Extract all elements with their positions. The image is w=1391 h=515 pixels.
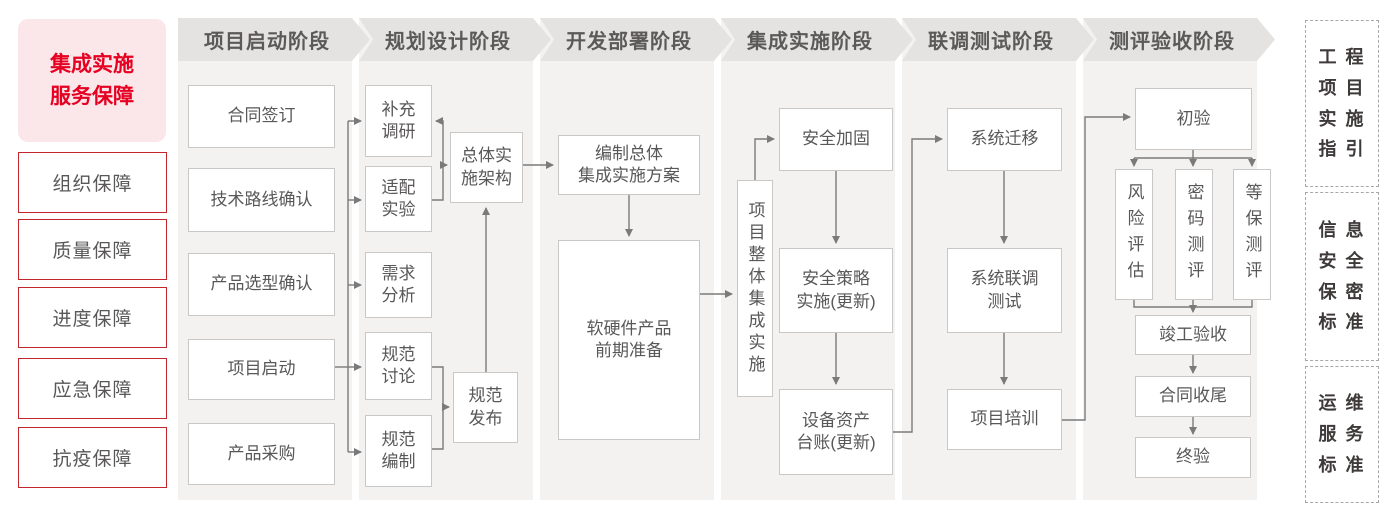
step-project-kickoff: 项目启动 bbox=[188, 339, 335, 400]
step-completion-acceptance: 竣工验收 bbox=[1135, 315, 1251, 355]
step-crypto-evaluation: 密码测评 bbox=[1175, 169, 1213, 300]
step-product-selection-confirm: 产品选型确认 bbox=[188, 253, 335, 316]
step-adaptation-experiment: 适配 实验 bbox=[365, 166, 432, 232]
step-tech-route-confirm: 技术路线确认 bbox=[188, 168, 335, 232]
phase-header-dev-deploy: 开发部署阶段 bbox=[540, 18, 732, 61]
sidebar-item-quality-guarantee: 质量保障 bbox=[18, 219, 167, 280]
phase-header-planning-design: 规划设计阶段 bbox=[359, 18, 551, 61]
step-supplementary-research: 补充 调研 bbox=[365, 85, 432, 157]
sidebar-item-organization-guarantee: 组织保障 bbox=[18, 152, 167, 213]
step-compile-overall-plan: 编制总体 集成实施方案 bbox=[558, 135, 700, 195]
step-spec-discussion: 规范 讨论 bbox=[365, 332, 432, 400]
phase-header-integration: 集成实施阶段 bbox=[721, 18, 913, 61]
step-overall-impl-architecture: 总体实 施架构 bbox=[450, 132, 523, 203]
step-spec-release: 规范 发布 bbox=[453, 372, 518, 443]
step-initial-acceptance: 初验 bbox=[1135, 88, 1252, 150]
step-contract-closure: 合同收尾 bbox=[1135, 376, 1251, 417]
step-spec-compilation: 规范 编制 bbox=[365, 415, 432, 487]
step-product-procurement: 产品采购 bbox=[188, 423, 335, 485]
step-contract-sign: 合同签订 bbox=[188, 85, 335, 148]
step-classified-protection-evaluation: 等保测评 bbox=[1233, 169, 1271, 300]
step-risk-assessment: 风险评估 bbox=[1115, 169, 1153, 300]
step-requirement-analysis: 需求 分析 bbox=[365, 252, 432, 318]
reference-ops-service-standard: 运 维 服 务 标 准 bbox=[1305, 366, 1379, 503]
step-joint-debug-test: 系统联调 测试 bbox=[947, 248, 1062, 333]
phase-header-project-start: 项目启动阶段 bbox=[178, 18, 370, 61]
sidebar-item-emergency-guarantee: 应急保障 bbox=[18, 358, 167, 419]
step-system-migration: 系统迁移 bbox=[947, 108, 1062, 171]
sidebar-title: 集成实施 服务保障 bbox=[18, 19, 166, 142]
step-security-policy-impl: 安全策略 实施(更新) bbox=[779, 248, 893, 333]
reference-engineering-project-guide: 工 程 项 目 实 施 指 引 bbox=[1305, 20, 1379, 187]
phase-header-joint-testing: 联调测试阶段 bbox=[902, 18, 1094, 61]
sidebar-item-epidemic-guarantee: 抗疫保障 bbox=[18, 427, 167, 488]
sidebar-item-schedule-guarantee: 进度保障 bbox=[18, 287, 167, 348]
step-security-hardening: 安全加固 bbox=[779, 108, 893, 171]
phase-header-eval-acceptance: 测评验收阶段 bbox=[1083, 18, 1275, 61]
step-project-training: 项目培训 bbox=[947, 389, 1062, 450]
step-asset-ledger: 设备资产 台账(更新) bbox=[779, 389, 893, 475]
step-final-acceptance: 终验 bbox=[1135, 437, 1251, 478]
step-hw-sw-preparation: 软硬件产品 前期准备 bbox=[558, 240, 700, 440]
reference-info-security-standard: 信 息 安 全 保 密 标 准 bbox=[1305, 192, 1379, 361]
step-overall-integration-impl: 项目整体集成实施 bbox=[737, 180, 773, 397]
